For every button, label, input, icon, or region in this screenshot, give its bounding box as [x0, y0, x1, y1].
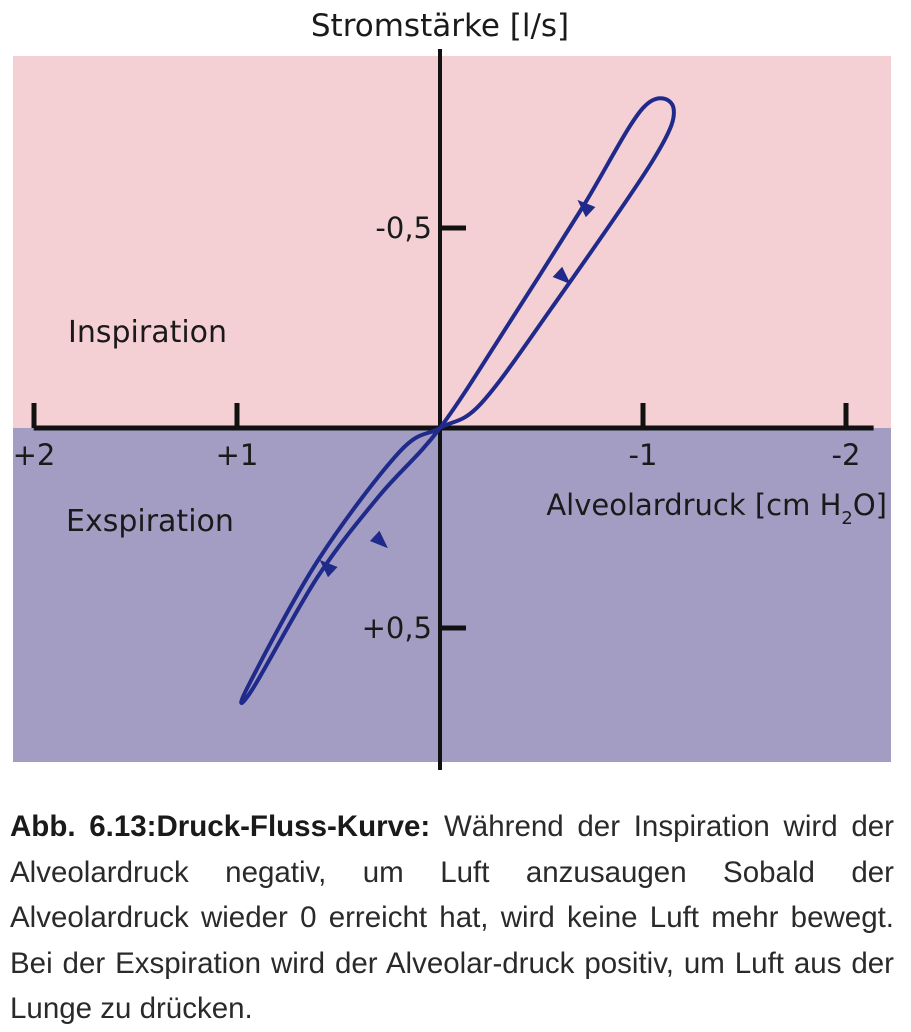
inspiration-region [13, 56, 891, 428]
x-tick-label: +2 [13, 438, 56, 472]
inspiration-label: Inspiration [68, 315, 227, 350]
caption-heading: Abb. 6.13:Druck-Fluss-Kurve: [10, 810, 431, 843]
y-tick-label: +0,5 [362, 611, 432, 645]
pressure-flow-loop [239, 96, 676, 705]
figure-caption: Abb. 6.13:Druck-Fluss-Kurve: Während der… [10, 804, 894, 1032]
y-tick-label: -0,5 [375, 211, 432, 245]
series-layer [239, 96, 676, 705]
direction-arrow-icon [319, 559, 338, 578]
expiration-label: Exspiration [66, 504, 234, 539]
expiration-region [13, 428, 891, 762]
direction-arrow-icon [577, 199, 596, 218]
x-tick-label: +1 [216, 438, 259, 472]
direction-arrow-icon [552, 266, 571, 285]
direction-arrow-icon [369, 530, 388, 549]
chart-title: Stromstärke [l/s] [311, 8, 569, 44]
caption-text: Während der Inspiration wird der Alveola… [10, 810, 894, 1026]
x-axis-label: Alveolardruck [cm H2O] [546, 488, 887, 529]
ticks: +2 +1 -1 -2 -0,5 +0,5 [13, 211, 861, 645]
pressure-flow-chart: Stromstärke [l/s] Inspiration Exspiratio… [13, 8, 891, 770]
x-tick-label: -2 [832, 438, 861, 472]
x-tick-label: -1 [629, 438, 658, 472]
axes [33, 49, 874, 770]
